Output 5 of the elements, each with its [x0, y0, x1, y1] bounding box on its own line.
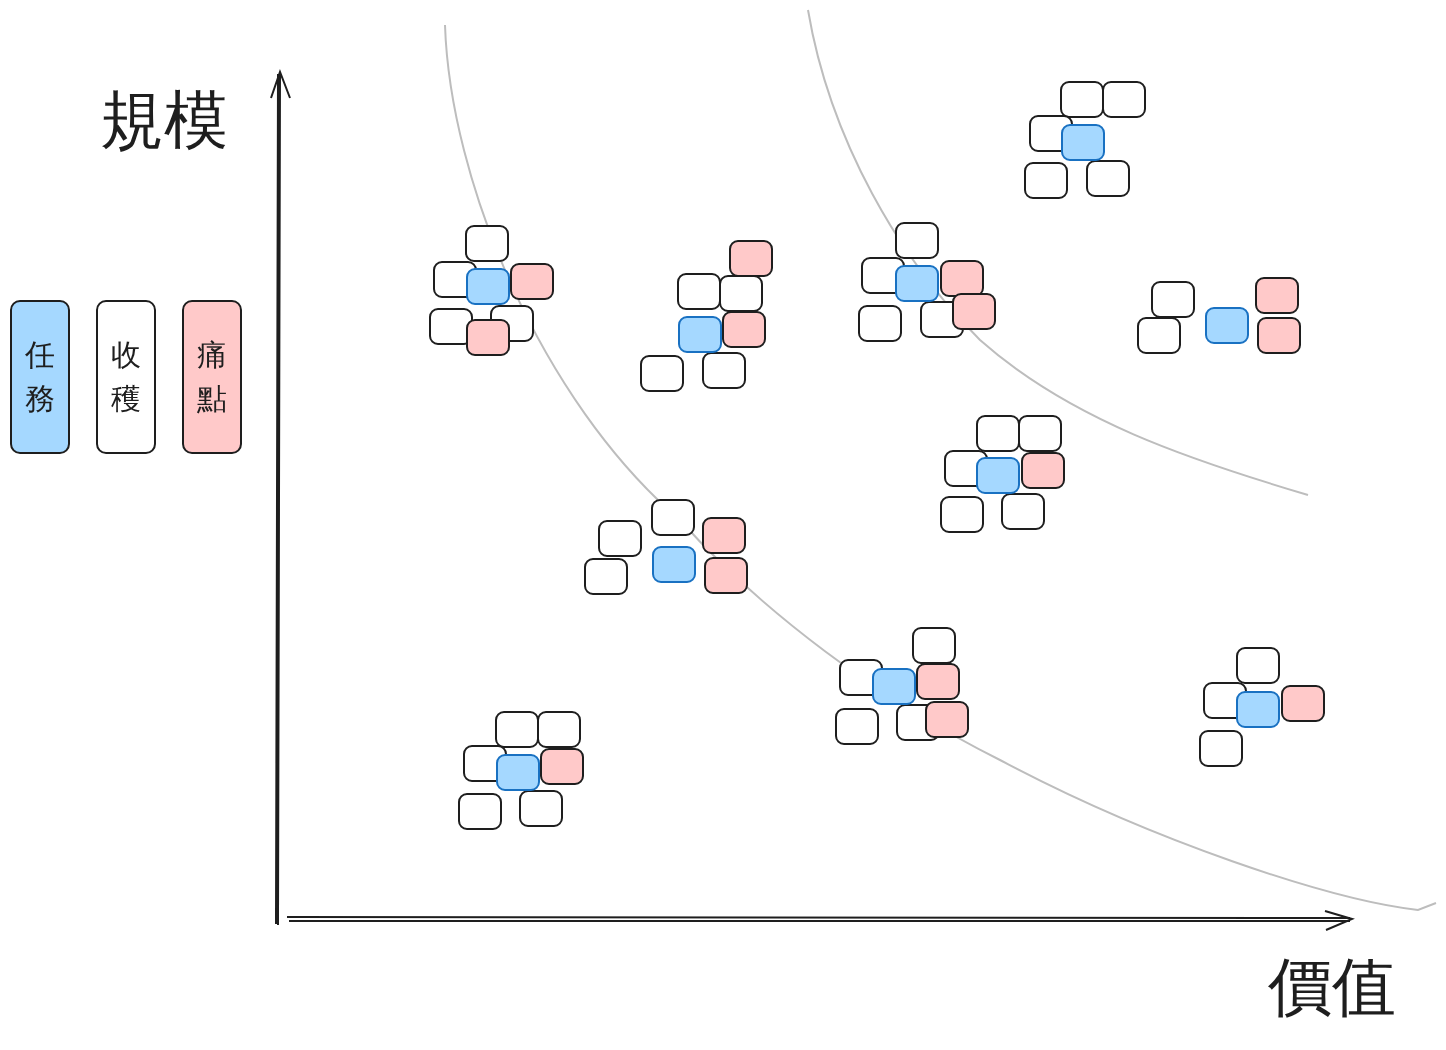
legend-label: 任務 — [24, 336, 56, 418]
axis-title: 價值 — [1268, 955, 1396, 1019]
legend-label: 收穫 — [110, 336, 142, 418]
axis-title: 規模 — [100, 88, 228, 152]
legend-label: 痛點 — [196, 336, 228, 418]
